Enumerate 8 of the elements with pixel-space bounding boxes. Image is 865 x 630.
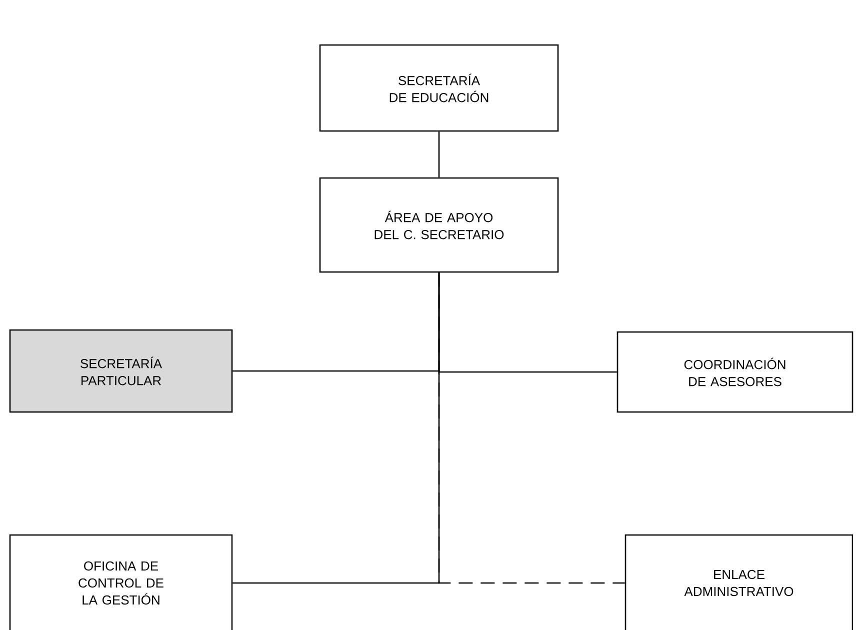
connector-line (438, 132, 440, 178)
org-box: ÁREA DE APOYO DEL C. SECRETARIO (319, 177, 559, 273)
connector-line (438, 272, 625, 584)
org-box: ENLACE ADMINISTRATIVO (624, 534, 854, 630)
org-box: COORDINACIÓN DE ASESORES (616, 331, 854, 413)
org-box: SECRETARÍA DE EDUCACIÓN (319, 44, 559, 132)
org-box: SECRETARÍA PARTICULAR (9, 329, 233, 413)
org-box: OFICINA DE CONTROL DE LA GESTIÓN (9, 534, 233, 630)
